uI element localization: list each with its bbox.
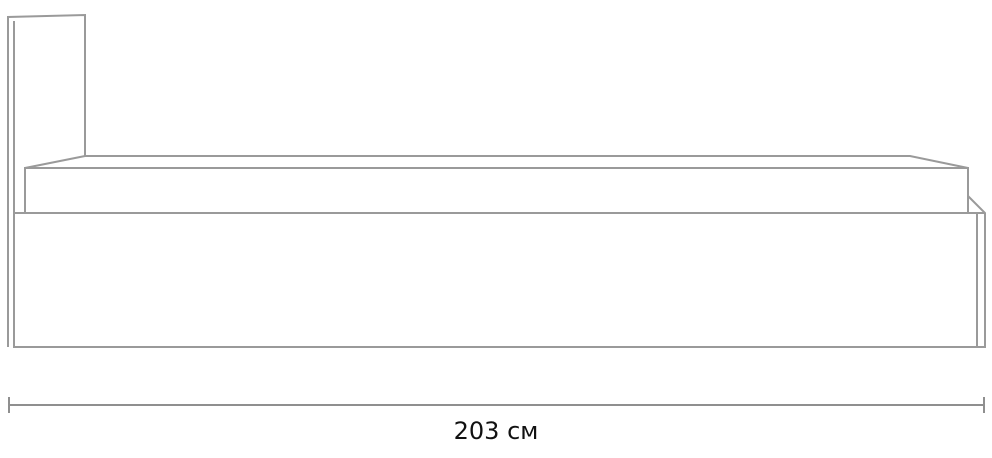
bed-base	[13, 195, 986, 348]
length-dimension-line	[8, 397, 985, 413]
headboard	[7, 13, 86, 347]
length-dimension-label: 203 см	[453, 417, 539, 445]
mattress	[24, 155, 969, 213]
